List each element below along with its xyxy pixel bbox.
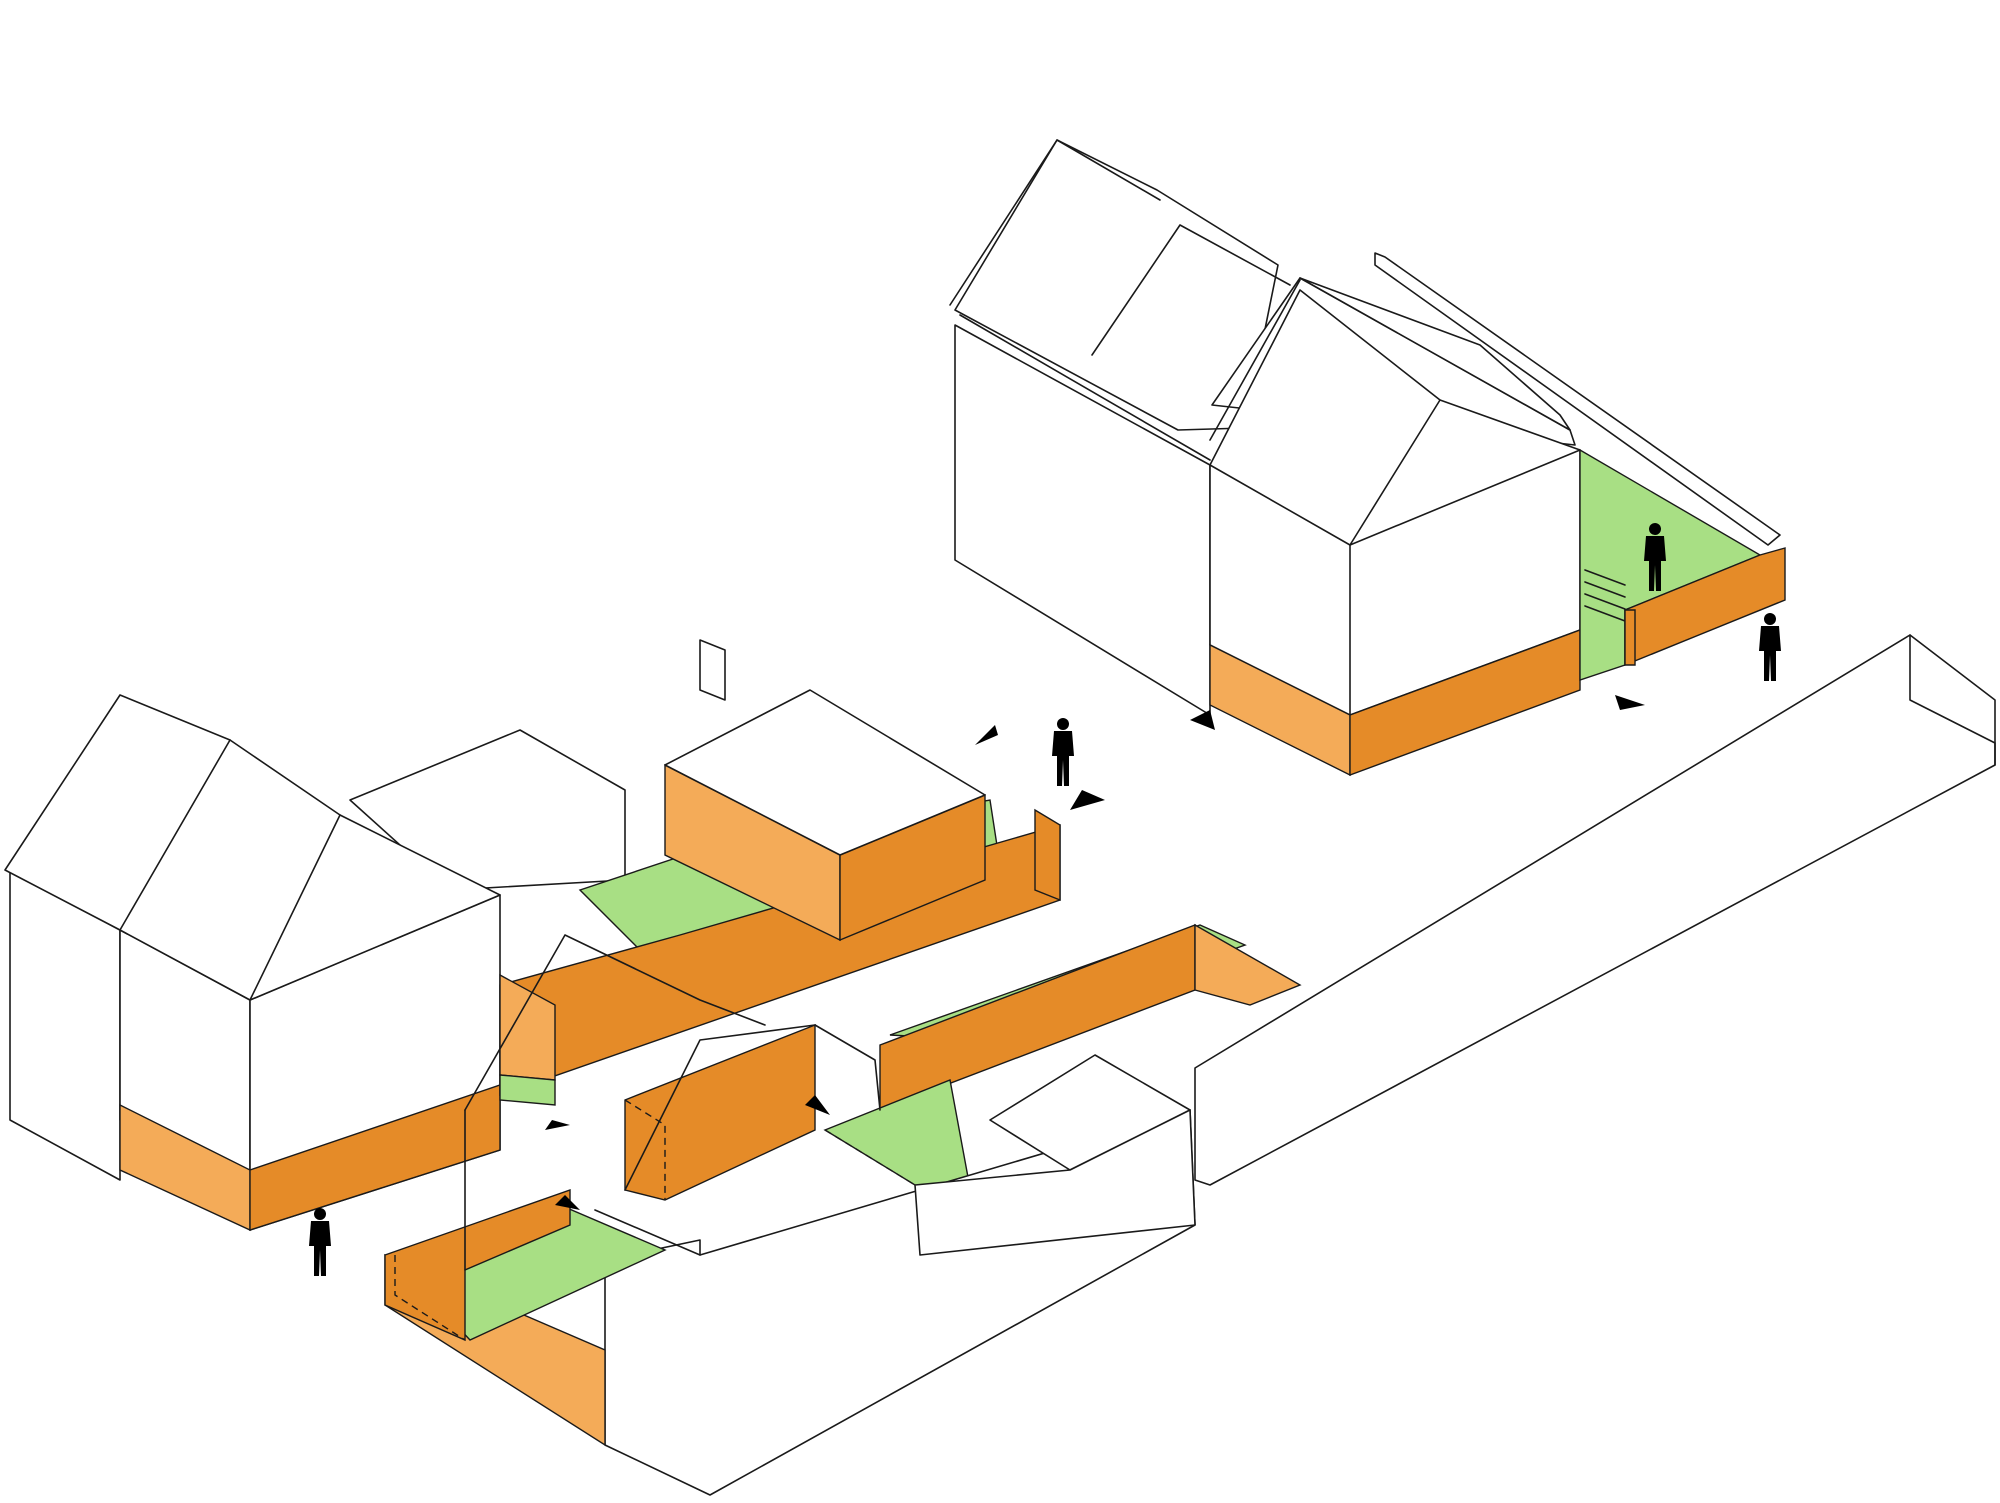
entrance-arrows-layer [545,695,1645,1210]
central-screen-dash [624,1099,666,1200]
lower-roof-ridge-2 [249,814,341,1001]
extension-box-top [664,689,986,856]
entrance-arrow-icon [805,1095,830,1115]
lower-back-wall-stub [699,639,726,701]
upper-gable-edge-2 [1349,399,1441,546]
lower-extension-yard [499,1074,556,1106]
upper-gable-base [1209,464,1351,546]
upper-back-wall [1374,252,1781,546]
upper-eave [959,314,1211,461]
upper-ridge-1 [949,139,1161,306]
entrance-arrow-icon [545,1120,570,1130]
long-boundary-wall [1194,634,1996,1186]
lower-roof-ridge [119,739,231,931]
front-central-screen [624,1023,816,1201]
front-right-box-face [914,1109,1196,1256]
left-enclosure-dash [394,1255,466,1341]
upper-base-dark [1349,628,1581,777]
lower-long-wall-end [1034,808,1061,902]
lower-base-dark [249,1084,501,1231]
front-parapet [594,1209,701,1256]
upper-ridge-3 [1209,279,1301,441]
upper-roof-back [1299,277,1571,431]
person-silhouette-icon [1052,718,1074,786]
upper-steps [1584,569,1626,622]
upper-garden-wall-end [1624,609,1636,666]
upper-ridge-2 [1091,224,1291,356]
lower-house-roof [4,694,501,1001]
front-wire-roof-3 [814,1024,881,1111]
long-wall-end [1909,634,1996,766]
entrance-arrow-icon [1070,790,1105,810]
front-wire-roof-1 [464,934,766,1111]
person-silhouette-icon [309,1208,331,1276]
upper-terrace-block [949,139,1786,777]
entrance-arrow-icon [555,1195,580,1210]
front-wire-roof-2 [624,1024,816,1191]
front-proposed-block [384,923,1302,1496]
front-rear-wall [879,923,1196,1112]
entrance-arrow-icon [1190,710,1215,730]
people-layer [309,523,1781,1276]
entrance-arrow-icon [1615,695,1645,710]
entrance-arrow-icon [975,725,998,745]
person-silhouette-icon [1759,613,1781,681]
front-rear-wall-end [1194,923,1302,1006]
person-silhouette-icon [1644,523,1666,591]
upper-gable-edge-3 [1349,449,1581,546]
lower-terrace-block [4,639,1061,1232]
